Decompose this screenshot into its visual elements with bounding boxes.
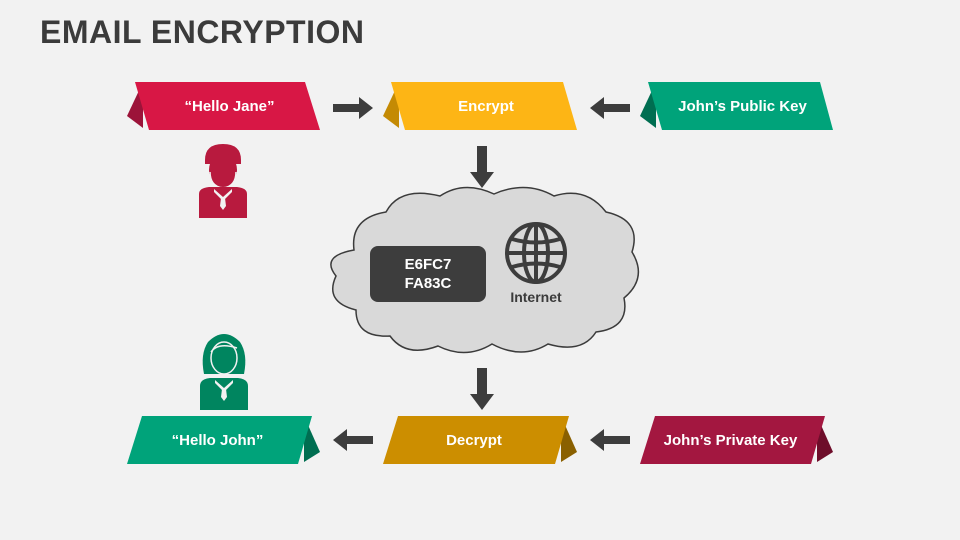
encrypted-code-line-1: E6FC7 (404, 256, 452, 273)
public-key-banner: John’s Public Key (640, 80, 833, 132)
private-key-label: John’s Private Key (663, 431, 798, 449)
male-user-icon (199, 144, 247, 218)
hello-john-label: “Hello John” (171, 431, 264, 449)
banner-shape (640, 82, 833, 130)
arrow-down-icon (470, 146, 494, 188)
encrypt-banner: Encrypt (383, 80, 577, 132)
encrypted-code-box: E6FC7 FA83C (370, 246, 486, 302)
banner-shape (640, 416, 833, 464)
decrypt-banner: Decrypt (383, 414, 577, 466)
public-key-label: John’s Public Key (678, 97, 807, 115)
arrow-left-icon (590, 97, 630, 119)
banner-shape (127, 82, 320, 130)
arrow-left-icon (590, 429, 630, 451)
hello-jane-banner: “Hello Jane” (127, 80, 320, 132)
globe-icon (505, 222, 567, 284)
encrypted-code-line-2: FA83C (404, 275, 452, 292)
private-key-banner: John’s Private Key (640, 414, 833, 466)
page-title: EMAIL ENCRYPTION (40, 14, 365, 50)
arrow-down-icon (470, 368, 494, 410)
arrow-left-icon (333, 429, 373, 451)
banner-shape (383, 82, 577, 130)
banner-shape (127, 416, 320, 464)
banner-shape (383, 416, 577, 464)
internet-label: Internet (510, 289, 562, 305)
hello-jane-label: “Hello Jane” (184, 97, 275, 115)
arrow-right-icon (333, 97, 373, 119)
female-user-icon (200, 334, 248, 410)
hello-john-banner: “Hello John” (127, 414, 320, 466)
encrypt-label: Encrypt (458, 97, 514, 115)
decrypt-label: Decrypt (446, 431, 502, 449)
